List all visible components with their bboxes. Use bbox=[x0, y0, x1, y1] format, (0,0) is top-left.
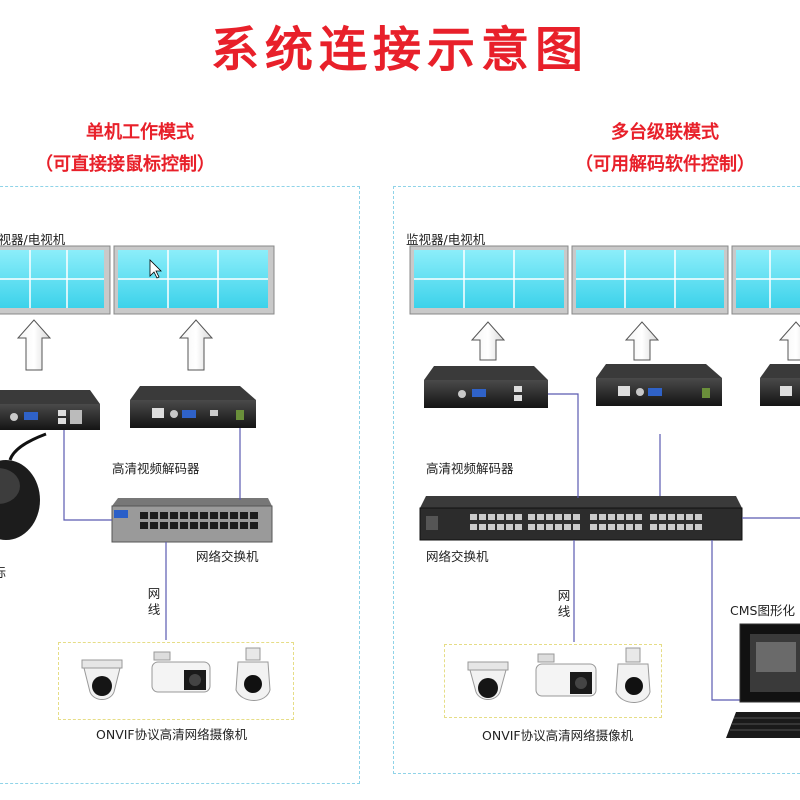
left-decoder-2 bbox=[130, 386, 256, 428]
left-ptz-camera bbox=[235, 647, 271, 701]
right-cable-label: 网线 bbox=[557, 588, 571, 619]
left-monitor-2 bbox=[113, 245, 275, 315]
left-bullet-camera bbox=[151, 651, 211, 693]
left-up-arrow-1 bbox=[16, 319, 52, 371]
left-mode-frame bbox=[0, 186, 360, 784]
right-dome-camera bbox=[467, 661, 509, 700]
right-mode-subtitle: （可用解码软件控制） bbox=[575, 154, 755, 175]
left-mode-title: 单机工作模式 bbox=[86, 122, 194, 143]
right-mode-title: 多台级联模式 bbox=[611, 122, 719, 143]
right-decoder-label: 高清视频解码器 bbox=[426, 461, 514, 476]
right-camera-group bbox=[444, 644, 662, 718]
left-monitor-label: 监视器/电视机 bbox=[0, 232, 66, 247]
mouse-label: 鼠标 bbox=[0, 562, 6, 581]
left-up-arrow-2 bbox=[178, 319, 214, 371]
left-camera-label: ONVIF协议高清网络摄像机 bbox=[96, 727, 248, 742]
left-decoder-1 bbox=[0, 390, 100, 430]
left-decoder-label: 高清视频解码器 bbox=[112, 461, 200, 476]
cms-computer-icon bbox=[726, 623, 800, 738]
left-network-switch bbox=[111, 498, 273, 543]
right-monitor-1 bbox=[409, 245, 569, 315]
right-switch-label: 网络交换机 bbox=[426, 549, 489, 564]
left-cable-label: 网线 bbox=[147, 586, 161, 617]
mouse-icon bbox=[0, 432, 47, 540]
right-monitor-2 bbox=[571, 245, 729, 315]
left-monitor-1 bbox=[0, 245, 111, 315]
left-camera-group bbox=[58, 642, 294, 720]
right-network-links bbox=[548, 393, 800, 701]
right-ptz-camera bbox=[615, 647, 651, 703]
right-camera-label: ONVIF协议高清网络摄像机 bbox=[482, 728, 634, 743]
right-decoder-2 bbox=[596, 364, 722, 406]
right-decoder-3 bbox=[760, 364, 800, 406]
right-monitor-3 bbox=[731, 245, 800, 315]
left-mode-subtitle: （可直接接鼠标控制） bbox=[35, 154, 215, 175]
right-mode-frame bbox=[393, 186, 800, 774]
diagram-title: 系统连接示意图 bbox=[210, 22, 589, 78]
right-up-arrow-1 bbox=[470, 321, 506, 361]
right-network-switch bbox=[419, 496, 743, 541]
cms-label: CMS图形化 bbox=[730, 603, 795, 618]
left-network-links bbox=[63, 428, 241, 640]
right-bullet-camera bbox=[535, 653, 597, 697]
left-switch-label: 网络交换机 bbox=[196, 549, 259, 564]
left-dome-camera bbox=[81, 659, 123, 700]
right-monitor-label: 监视器/电视机 bbox=[406, 232, 486, 247]
right-up-arrow-3 bbox=[778, 321, 800, 361]
right-decoder-1 bbox=[424, 366, 548, 408]
right-up-arrow-2 bbox=[624, 321, 660, 361]
